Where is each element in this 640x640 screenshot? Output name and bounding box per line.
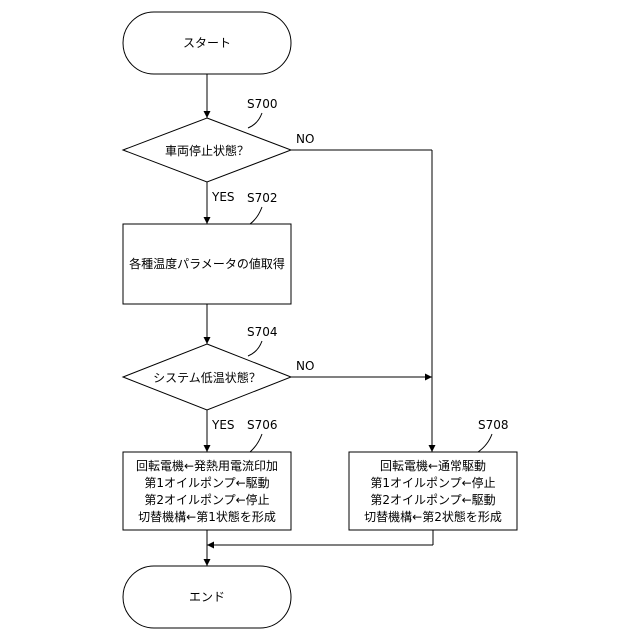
step-id-s700: S700 — [247, 97, 278, 111]
process-s706-line-4: 切替機構←第1状態を形成 — [138, 509, 276, 524]
process-s702-text: 各種温度パラメータの値取得 — [129, 256, 285, 271]
process-s708-line-1: 回転電機←通常駆動 — [380, 458, 486, 473]
leader-s702 — [250, 207, 262, 224]
leader-s708 — [478, 434, 492, 452]
leader-s704 — [248, 341, 262, 356]
step-id-s706: S706 — [247, 418, 278, 432]
process-s708-line-2: 第1オイルポンプ←停止 — [370, 475, 495, 490]
step-id-s708: S708 — [478, 418, 509, 432]
step-id-s702: S702 — [247, 191, 278, 205]
decision-s700-text: 車両停止状態？ — [165, 143, 249, 158]
process-s706-line-3: 第2オイルポンプ←停止 — [144, 492, 269, 507]
no-label-s704: NO — [296, 359, 314, 373]
process-s708-line-4: 切替機構←第2状態を形成 — [364, 509, 502, 524]
no-label-s700: NO — [296, 132, 314, 146]
yes-label-s704: YES — [211, 418, 235, 432]
step-id-s704: S704 — [247, 325, 278, 339]
yes-label-s700: YES — [211, 190, 235, 204]
process-s706-line-1: 回転電機←発熱用電流印加 — [136, 458, 278, 473]
decision-s704-text: システム低温状態？ — [153, 370, 261, 385]
process-s706-line-2: 第1オイルポンプ←駆動 — [144, 476, 269, 490]
leader-s700 — [248, 113, 262, 128]
leader-s706 — [250, 434, 262, 452]
process-s708-line-3: 第2オイルポンプ←駆動 — [370, 493, 495, 507]
start-label: スタート — [183, 36, 231, 50]
end-label: エンド — [189, 590, 225, 604]
